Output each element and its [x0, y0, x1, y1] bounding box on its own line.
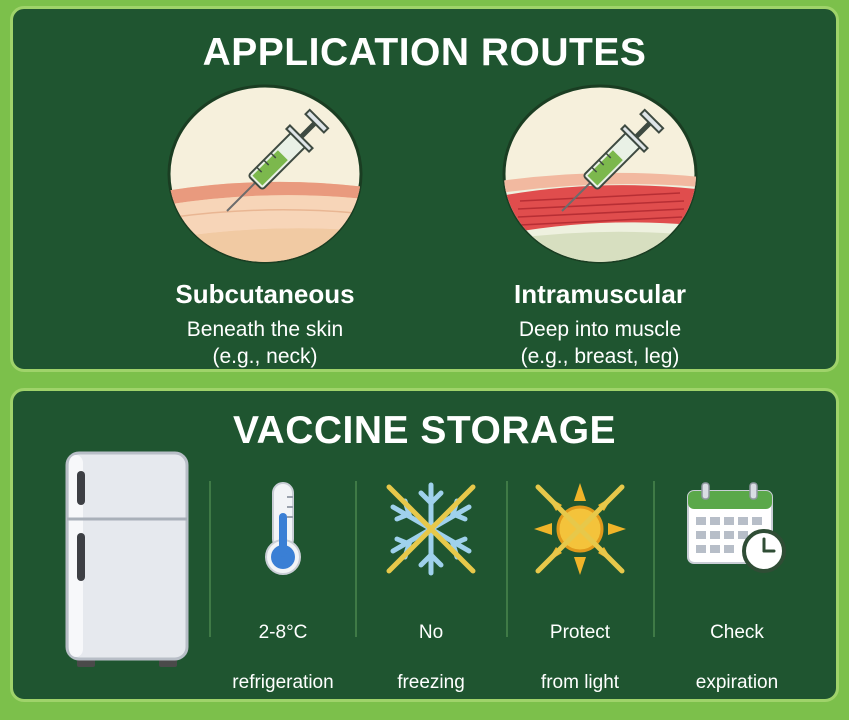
refrigerator-icon — [65, 451, 189, 667]
application-routes-title: APPLICATION ROUTES — [202, 31, 647, 74]
storage-label: freezing — [397, 672, 465, 693]
vaccine-storage-title: VACCINE STORAGE — [232, 409, 617, 452]
route-description: Deep into muscle — [518, 318, 682, 341]
divider — [506, 481, 508, 637]
divider — [653, 481, 655, 637]
storage-label: from light — [540, 672, 620, 693]
storage-label: No — [418, 622, 444, 643]
route-description: Beneath the skin — [186, 318, 344, 341]
route-name: Subcutaneous — [175, 279, 355, 309]
route-name: Intramuscular — [514, 279, 686, 309]
divider — [355, 481, 357, 637]
storage-item-temperature: 2-8°C refrigeration — [213, 479, 353, 720]
no-sun-icon — [534, 483, 626, 575]
storage-label: 2-8°C — [258, 622, 308, 643]
syringe-skin-icon — [167, 84, 363, 264]
syringe-muscle-icon — [502, 84, 698, 264]
storage-item-check-expiration: Check expiration — [667, 479, 807, 720]
calendar-clock-icon — [687, 482, 786, 573]
vaccine-storage-panel: VACCINE STORAGE 2-8°C refrigeration — [10, 388, 839, 702]
route-subcutaneous: Subcutaneous Beneath the skin (e.g., nec… — [115, 83, 415, 370]
application-routes-panel: APPLICATION ROUTES — [10, 6, 839, 372]
storage-label: Check — [710, 622, 764, 643]
no-snowflake-icon — [386, 482, 476, 576]
storage-label: Protect — [549, 622, 611, 643]
storage-item-protect-light: Protect from light — [510, 479, 650, 720]
route-example: (e.g., neck) — [212, 345, 318, 368]
storage-label: expiration — [695, 672, 779, 693]
route-intramuscular: Intramuscular Deep into muscle (e.g., br… — [450, 83, 750, 370]
divider — [209, 481, 211, 637]
storage-label: refrigeration — [232, 672, 334, 693]
storage-item-no-freezing: No freezing — [361, 479, 501, 720]
thermometer-icon — [265, 482, 301, 575]
route-example: (e.g., breast, leg) — [520, 345, 680, 368]
